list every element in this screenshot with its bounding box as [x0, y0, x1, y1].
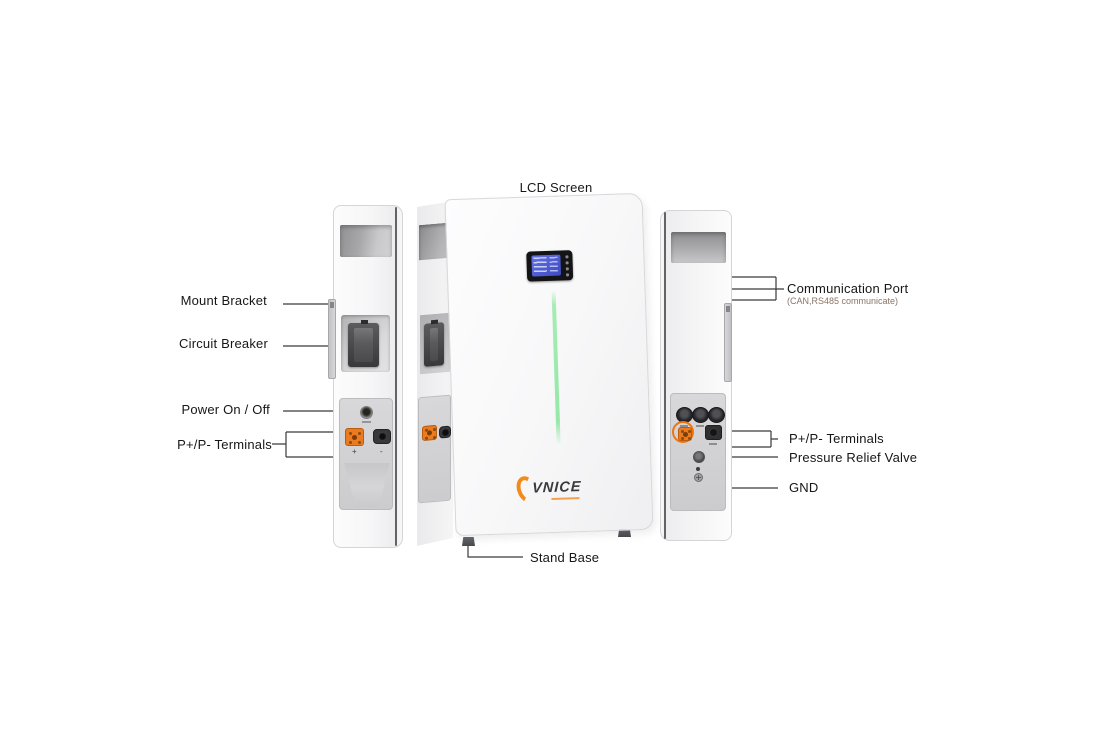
unit-front-face: VNICE	[444, 192, 654, 537]
terminal-positive	[345, 428, 364, 446]
handle-recess	[671, 232, 726, 263]
logo-tagline	[551, 497, 580, 500]
plus-mark: +	[352, 447, 357, 456]
port-label-mark-2	[696, 425, 704, 427]
communication-port-2	[692, 407, 709, 423]
terminal-negative	[705, 425, 722, 440]
led-status-strip	[551, 289, 561, 445]
label-terminals-left: P+/P- Terminals	[177, 437, 272, 452]
logo-text: VNICE	[531, 478, 582, 497]
minus-mark: -	[380, 447, 383, 456]
stand-base-foot-left	[462, 537, 475, 546]
terminal-highlight-ring	[672, 421, 694, 443]
terminal-positive	[678, 427, 692, 441]
front-edge-seam	[664, 212, 666, 539]
lcd-screen	[526, 250, 574, 282]
leader-stand-base	[467, 545, 523, 558]
battery-unit-side-right	[660, 210, 732, 541]
small-indicator-dot	[696, 467, 700, 471]
label-communication-port: Communication Port (CAN,RS485 communicat…	[787, 281, 908, 306]
terminal-negative	[373, 429, 391, 444]
battery-unit-front: VNICE	[415, 192, 654, 550]
mount-bracket	[328, 299, 336, 379]
lcd-buttons	[565, 255, 569, 259]
leader-terminals-left	[272, 431, 378, 458]
power-button	[360, 406, 373, 419]
brand-logo: VNICE	[513, 472, 600, 506]
panel-recess-floor	[344, 463, 390, 507]
label-terminals-right: P+/P- Terminals	[789, 431, 884, 446]
battery-unit-side-left: + -	[328, 205, 403, 548]
terminal-positive	[422, 424, 437, 442]
stand-base-foot-right	[618, 528, 631, 537]
communication-port-note: (CAN,RS485 communicate)	[787, 296, 899, 306]
pressure-relief-valve	[693, 451, 705, 463]
circuit-breaker	[424, 322, 444, 367]
power-button-mark	[362, 421, 371, 423]
connector-panel	[670, 393, 726, 511]
label-stand-base: Stand Base	[530, 550, 600, 565]
connector-panel: + -	[339, 398, 393, 510]
mount-bracket	[724, 303, 732, 382]
terminal-screws	[681, 430, 684, 433]
communication-port-title: Communication Port	[787, 281, 909, 296]
label-circuit-breaker: Circuit Breaker	[179, 336, 268, 351]
label-gnd: GND	[789, 480, 819, 495]
terminal-negative	[439, 425, 451, 439]
gnd-screw	[694, 473, 703, 482]
label-lcd-screen: LCD Screen	[519, 180, 593, 195]
terminal-screws	[349, 432, 352, 435]
label-mount-bracket: Mount Bracket	[180, 293, 267, 308]
front-edge-seam	[395, 207, 397, 546]
connector-panel	[418, 394, 451, 504]
lcd-display	[531, 254, 562, 277]
label-power-on-off: Power On / Off	[181, 402, 270, 417]
communication-port-3	[708, 407, 725, 423]
handle-recess	[340, 225, 392, 257]
terminal-screws	[425, 428, 428, 432]
label-pressure-relief-valve: Pressure Relief Valve	[789, 450, 918, 465]
circuit-breaker	[348, 320, 379, 367]
port-label-mark-4	[709, 443, 717, 445]
